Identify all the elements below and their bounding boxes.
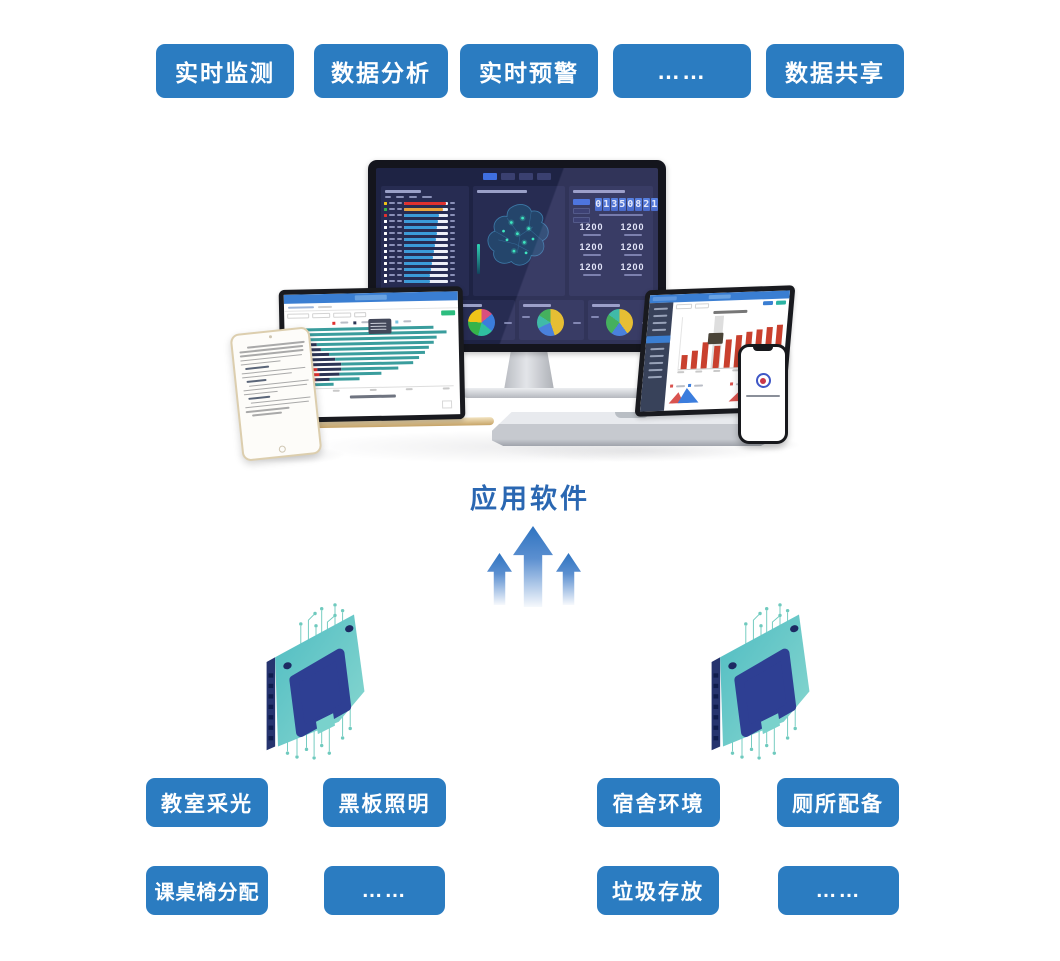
chip-illustration-left [259, 596, 373, 764]
map-panel [473, 186, 565, 296]
realtime-monitoring-button[interactable]: 实时监测 [156, 44, 294, 98]
up-arrow-icon [556, 553, 581, 605]
garbage-storage-button[interactable]: 垃圾存放 [597, 866, 719, 915]
dashboard-nav-tabs [376, 173, 658, 180]
chip-illustration-right [704, 596, 818, 764]
document-text-lines [239, 340, 311, 420]
toilet-equipment-button[interactable]: 厕所配备 [777, 778, 899, 827]
realtime-warning-button[interactable]: 实时预警 [460, 44, 598, 98]
more-bottom-right-button[interactable]: …… [778, 866, 899, 915]
data-sharing-button[interactable]: 数据共享 [766, 44, 904, 98]
province-map-illustration [487, 204, 549, 266]
monitor-stand-base [462, 388, 642, 398]
app-logo-icon [755, 373, 771, 388]
smartphone [738, 344, 788, 444]
dorm-environment-button[interactable]: 宿舍环境 [597, 778, 720, 827]
ranking-panel [381, 186, 469, 296]
map-legend-gradient [477, 244, 480, 274]
export-button [441, 310, 456, 316]
up-arrow-icon [513, 526, 553, 607]
macbook-base [492, 412, 772, 446]
stat-filter-buttons [573, 199, 590, 223]
secondary-button [354, 312, 367, 318]
blackboard-lighting-button[interactable]: 黑板照明 [323, 778, 446, 827]
bottom-panel-pie-2 [519, 300, 584, 340]
more-top-button[interactable]: …… [613, 44, 751, 98]
up-arrow-icon [487, 553, 512, 605]
chart-title-placeholder [349, 394, 396, 399]
more-bottom-left-button[interactable]: …… [324, 866, 445, 915]
phone-notch [753, 347, 773, 351]
data-analysis-button[interactable]: 数据分析 [314, 44, 448, 98]
counter-caption [599, 214, 643, 216]
app-software-label: 应用软件 [470, 484, 590, 514]
pie-chart [468, 309, 495, 336]
classroom-lighting-button[interactable]: 教室采光 [146, 778, 268, 827]
app-name-placeholder [746, 395, 780, 398]
reset-button [775, 300, 787, 305]
pie-chart [606, 309, 633, 336]
query-button [762, 300, 774, 306]
mini-chart-left [668, 383, 716, 409]
tablet-home-button [277, 445, 286, 454]
tablet-camera [268, 335, 272, 339]
tablet [229, 326, 323, 462]
chart-tooltip [368, 318, 392, 335]
monitor-stand-neck [504, 350, 554, 390]
desk-chair-allocation-button[interactable]: 课桌椅分配 [146, 866, 268, 915]
ranking-bars [384, 200, 466, 284]
pie-chart [537, 309, 564, 336]
